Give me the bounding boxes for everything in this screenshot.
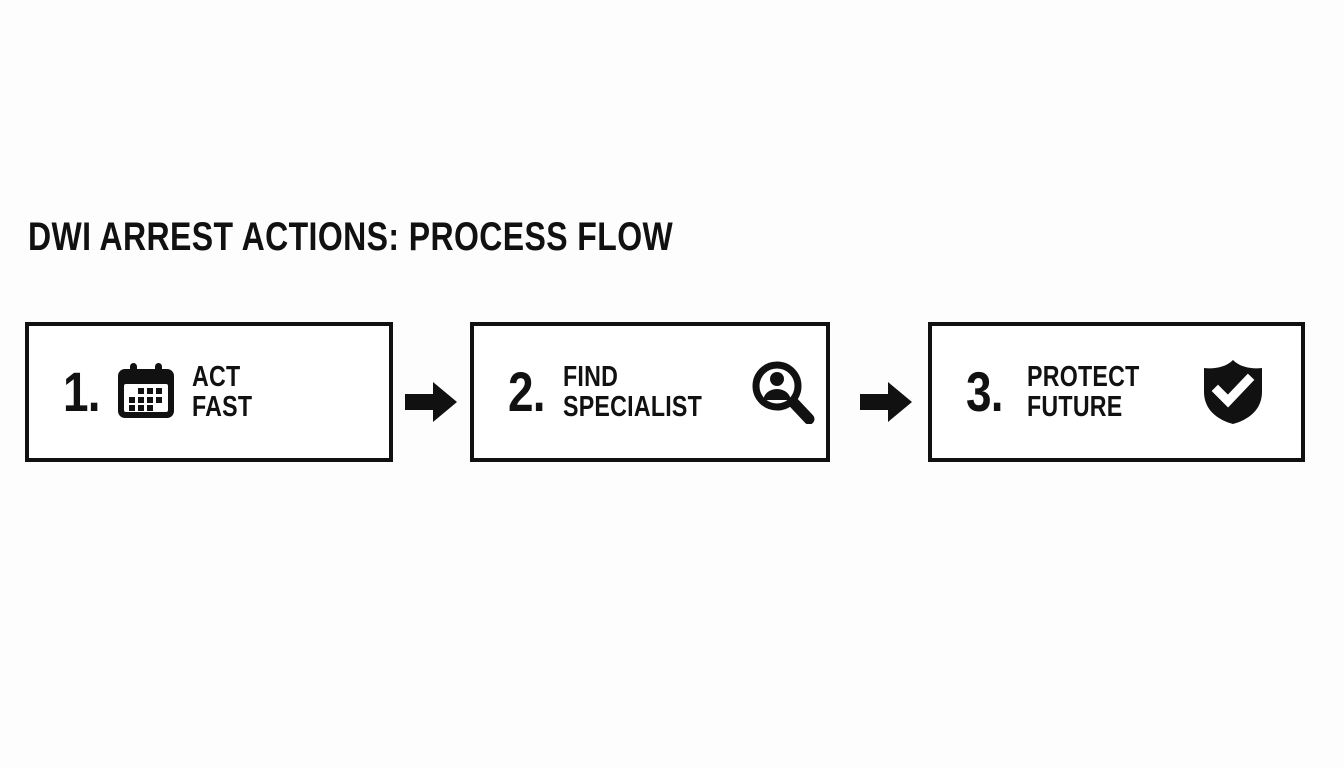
step-1-label: ACT FAST [192, 362, 252, 422]
step-3-label-line-2: FUTURE [1026, 391, 1123, 423]
step-1-number: 1. [63, 360, 100, 423]
step-1-label-line-1: ACT [191, 361, 241, 393]
step-box-2[interactable]: 2. FIND SPECIALIST [470, 322, 830, 462]
step-2-number: 2. [508, 360, 545, 423]
arrow-right-icon [860, 380, 912, 424]
step-box-3[interactable]: 3. PROTECT FUTURE [928, 322, 1305, 462]
step-2-content: 2. FIND SPECIALIST [474, 326, 826, 458]
person-search-icon [751, 360, 815, 424]
step-3-content: 3. PROTECT FUTURE [932, 326, 1301, 458]
step-3-number: 3. [966, 360, 1003, 423]
step-2-label: FIND SPECIALIST [563, 362, 702, 422]
step-box-1[interactable]: 1. [25, 322, 393, 462]
shield-check-icon [1201, 358, 1265, 426]
step-1-label-line-2: FAST [191, 391, 252, 423]
calendar-icon [114, 360, 178, 424]
step-3-label: PROTECT FUTURE [1027, 362, 1140, 422]
step-2-label-line-2: SPECIALIST [562, 391, 702, 423]
step-2-label-line-1: FIND [562, 361, 618, 393]
step-3-label-line-1: PROTECT [1026, 361, 1140, 393]
arrow-right-icon [405, 380, 457, 424]
page-title: DWI ARREST ACTIONS: PROCESS FLOW [28, 215, 674, 259]
step-1-content: 1. [29, 326, 389, 458]
process-flow-row: 1. [0, 322, 1344, 464]
